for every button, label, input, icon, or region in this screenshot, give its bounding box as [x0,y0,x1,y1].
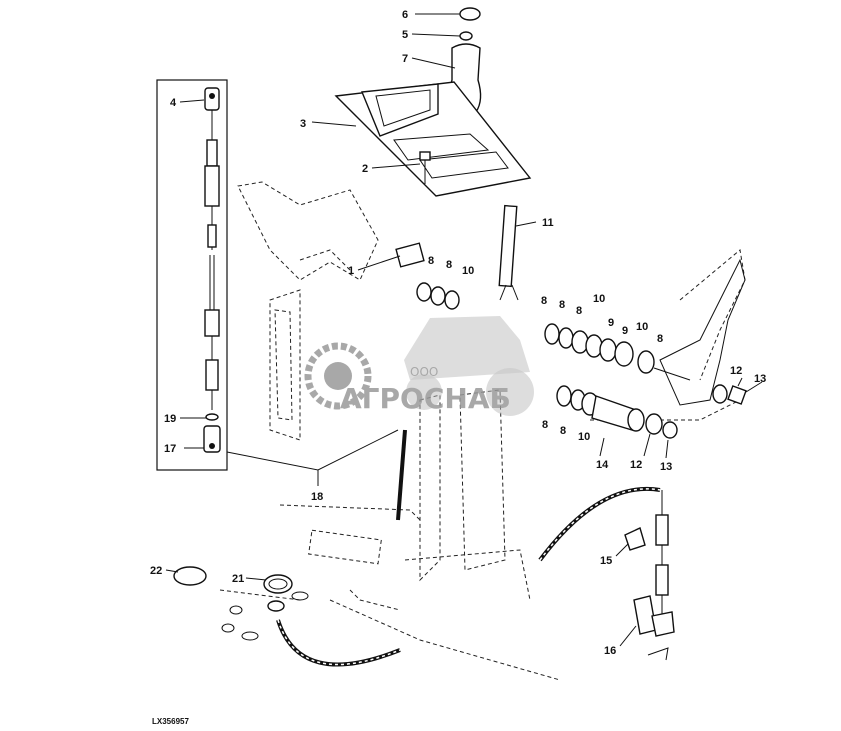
callout-8c: 8 [541,295,547,307]
callout-10d: 10 [578,431,590,443]
callout-8b: 8 [446,259,452,271]
plug-cap [173,566,207,586]
callout-2: 2 [362,163,368,175]
callout-16: 16 [604,645,616,657]
shift-rod [498,204,519,301]
callout-14: 14 [596,459,609,471]
watermark-small-text: ООО [410,365,438,379]
figure-code: LX356957 [152,717,189,726]
knob-cap [459,7,481,21]
callout-13a: 13 [754,373,766,385]
callout-10c: 10 [636,321,648,333]
callout-11: 11 [542,217,554,229]
washer-stack-mid [416,282,460,310]
callout-13b: 13 [660,461,672,473]
callout-7: 7 [402,53,408,65]
callout-12a: 12 [730,365,742,377]
washer-stack-lower [556,385,678,439]
cable-assembly-box [156,79,228,471]
callout-8a: 8 [428,255,434,267]
callout-6: 6 [402,9,408,21]
callout-19: 19 [164,413,176,425]
watermark-name: АГРОСНАБ [340,382,511,415]
callout-21: 21 [232,573,244,585]
callout-8d: 8 [559,299,565,311]
washer-stack-upper [544,323,691,381]
callout-12b: 12 [630,459,642,471]
callout-9b: 9 [622,325,628,337]
callout-18: 18 [311,491,323,503]
lower-right-cable [538,486,675,661]
callout-labels: 6 5 7 3 2 4 1 8 8 10 11 8 8 8 10 9 9 10 … [150,9,766,657]
callout-8e: 8 [576,305,582,317]
callout-10a: 10 [462,265,474,277]
callout-1: 1 [348,265,354,277]
callout-4: 4 [170,97,177,109]
shift-console-assembly [334,7,532,268]
pivot-bracket [659,258,747,406]
callout-8h: 8 [560,425,566,437]
callout-8g: 8 [542,419,548,431]
callout-3: 3 [300,118,306,130]
callout-5: 5 [402,29,408,41]
callout-17: 17 [164,443,176,455]
callout-9a: 9 [608,317,614,329]
lower-left-cable [173,429,407,667]
callout-22: 22 [150,565,162,577]
callout-10b: 10 [593,293,605,305]
callout-8f: 8 [657,333,663,345]
leader-lines [165,13,763,647]
callout-15: 15 [600,555,612,567]
watermark-logo: ООО АГРОСНАБ [304,316,534,416]
